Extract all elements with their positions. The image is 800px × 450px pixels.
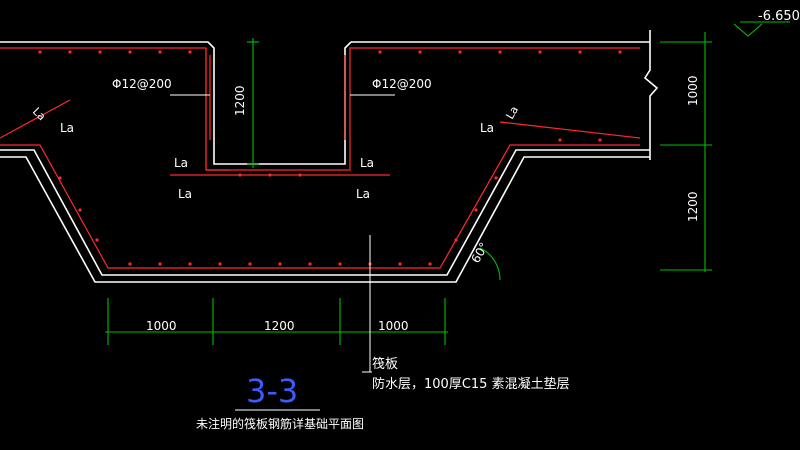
note-waterproof: 防水层，100厚C15 素混凝土垫层 bbox=[372, 376, 570, 392]
dim-bottom-2: 1200 bbox=[264, 319, 295, 333]
dim-right-lower: 1200 bbox=[686, 191, 700, 222]
dim-wall-depth: 1200 bbox=[233, 85, 247, 116]
dimension-lines bbox=[105, 21, 790, 345]
la-label-left: La bbox=[60, 121, 74, 135]
angle-label: 60° bbox=[468, 240, 491, 265]
rebar-label-left: Φ12@200 bbox=[112, 77, 172, 91]
dim-bottom-1: 1000 bbox=[146, 319, 177, 333]
la-label-center-left-top: La bbox=[174, 156, 188, 170]
dim-right-upper: 1000 bbox=[686, 75, 700, 106]
concrete-outline bbox=[0, 30, 659, 283]
la-label-center-right-bottom: La bbox=[356, 187, 370, 201]
leader-lines bbox=[170, 94, 395, 411]
note-raft: 筏板 bbox=[372, 356, 398, 372]
rebar-dots bbox=[38, 50, 622, 266]
la-label-center-left-bottom: La bbox=[178, 187, 192, 201]
la-label-right-diag: La bbox=[503, 104, 521, 122]
level-label: -6.650 bbox=[758, 9, 800, 24]
section-title: 3-3 bbox=[246, 372, 298, 410]
la-label-center-right-top: La bbox=[360, 156, 374, 170]
rebar-lines bbox=[0, 47, 641, 269]
rebar-label-right: Φ12@200 bbox=[372, 77, 432, 91]
caption: 未注明的筏板钢筋详基础平面图 bbox=[196, 416, 364, 431]
la-label-right: La bbox=[480, 121, 494, 135]
dim-bottom-3: 1000 bbox=[378, 319, 409, 333]
